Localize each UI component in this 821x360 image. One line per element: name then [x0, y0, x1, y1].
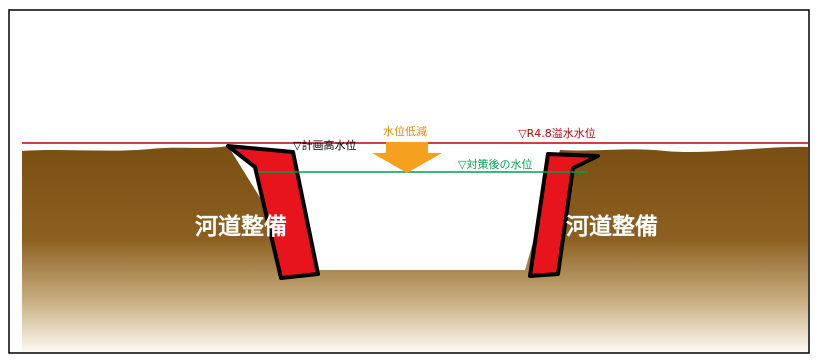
flood-level-label: ▽R4.8溢水水位 [518, 126, 596, 140]
right-revetment [528, 152, 600, 278]
after-measure-label: ▽対策後の水位 [458, 157, 532, 171]
plan-high-water-label: ▽計画高水位 [293, 138, 356, 152]
left-work-label: 河道整備 [195, 213, 287, 240]
right-work-label: 河道整備 [566, 213, 658, 240]
ground-soil [22, 146, 808, 352]
water-reduction-arrow [372, 142, 442, 173]
left-revetment [226, 144, 320, 280]
water-reduction-label: 水位低減 [383, 124, 427, 138]
